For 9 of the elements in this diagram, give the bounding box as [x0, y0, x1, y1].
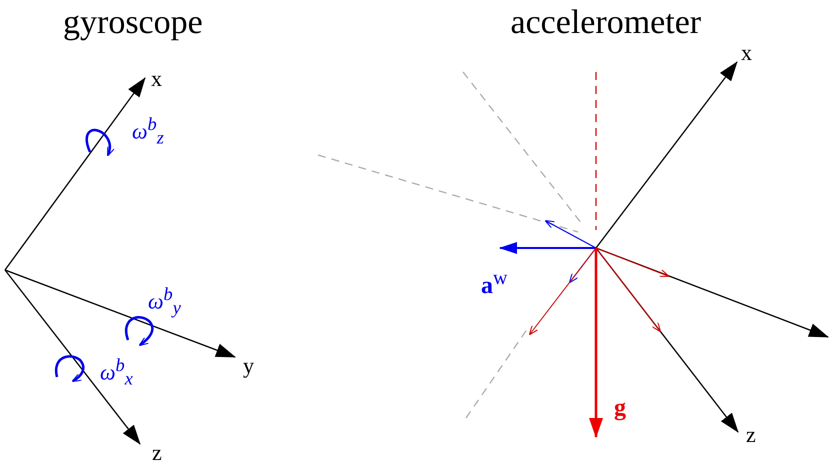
- panel-title: accelerometer: [510, 6, 702, 40]
- axis-label: y: [243, 355, 254, 377]
- axis-label: x: [151, 68, 162, 90]
- axis-label: z: [152, 442, 162, 464]
- panel-title: gyroscope: [63, 6, 203, 40]
- vector-label: g: [614, 396, 626, 420]
- axis-label: x: [741, 42, 752, 64]
- vector-label: a$^{w}$: [481, 268, 508, 298]
- axis-label: z: [746, 424, 756, 446]
